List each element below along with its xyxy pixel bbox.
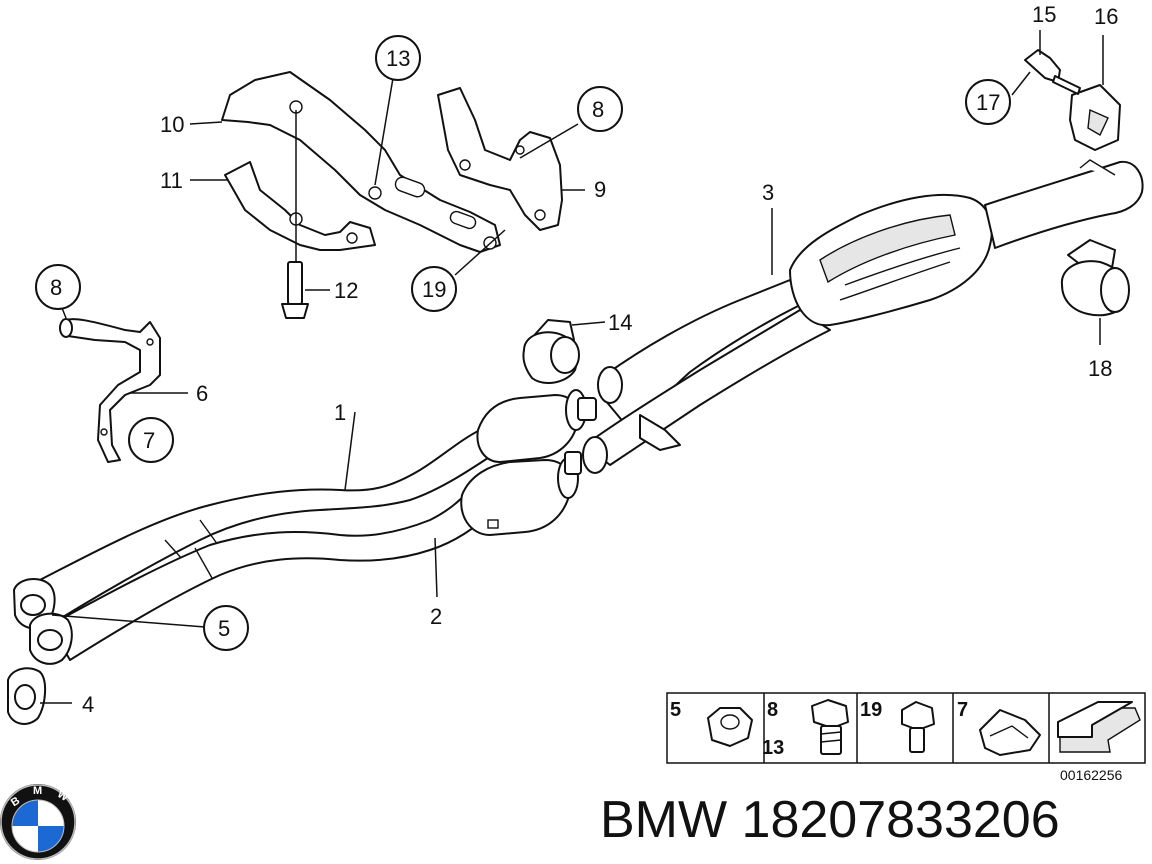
legend-label-5: 5 [670, 699, 681, 721]
center-pipe [582, 159, 1144, 474]
callout-12: 12 [334, 278, 358, 303]
flange-gasket-lower [29, 612, 73, 665]
callout-1: 1 [334, 400, 346, 425]
callout-8-left: 8 [50, 275, 62, 300]
legend-label-7: 7 [957, 699, 968, 721]
callout-5: 5 [218, 616, 230, 641]
leader-lines [40, 30, 1104, 704]
clamp-14 [522, 319, 580, 385]
arrow-icon [1057, 701, 1141, 753]
callout-14: 14 [608, 310, 632, 335]
legend-label-13: 13 [762, 737, 784, 759]
callout-11: 11 [160, 168, 183, 193]
bracket-9 [437, 87, 563, 231]
hex-bolt-icon [901, 701, 935, 753]
diagram-id: 00162256 [1060, 767, 1123, 783]
callout-9: 9 [594, 177, 606, 202]
callout-17: 17 [976, 90, 1000, 115]
clamp-18 [1060, 239, 1130, 317]
legend-label-8: 8 [767, 699, 778, 721]
callout-2: 2 [430, 604, 442, 629]
callout-18: 18 [1088, 356, 1112, 381]
callouts: 1 2 3 4 5 6 7 8 8 9 10 11 12 13 14 15 16… [35, 2, 1118, 717]
svg-text:M: M [33, 785, 42, 797]
callout-8-right: 8 [592, 97, 604, 122]
gasket-4 [7, 667, 46, 725]
hardware-legend: 5 8 13 19 7 00162256 [666, 692, 1146, 783]
bmw-logo: B M W [0, 784, 76, 860]
hex-nut-icon [707, 707, 753, 747]
flange-bolt-icon [811, 699, 849, 755]
callout-6: 6 [196, 381, 208, 406]
callout-3: 3 [762, 180, 774, 205]
bolt-12 [281, 110, 309, 319]
callout-15: 15 [1032, 2, 1056, 27]
callout-4: 4 [82, 692, 94, 717]
rubber-mount-16 [1069, 84, 1121, 151]
callout-7: 7 [143, 428, 155, 453]
clip-15 [1024, 49, 1081, 95]
callout-13: 13 [386, 46, 410, 71]
clip-nut-icon [979, 709, 1041, 756]
catalytic-converter-upper [476, 389, 597, 463]
bracket-11 [224, 161, 376, 251]
callout-19: 19 [422, 277, 446, 302]
catalytic-converter-lower [460, 451, 582, 536]
legend-label-19: 19 [860, 699, 882, 721]
page-title: BMW 18207833206 [600, 791, 1060, 849]
bracket-6 [59, 318, 161, 463]
callout-16: 16 [1094, 4, 1118, 29]
callout-10: 10 [160, 112, 184, 137]
